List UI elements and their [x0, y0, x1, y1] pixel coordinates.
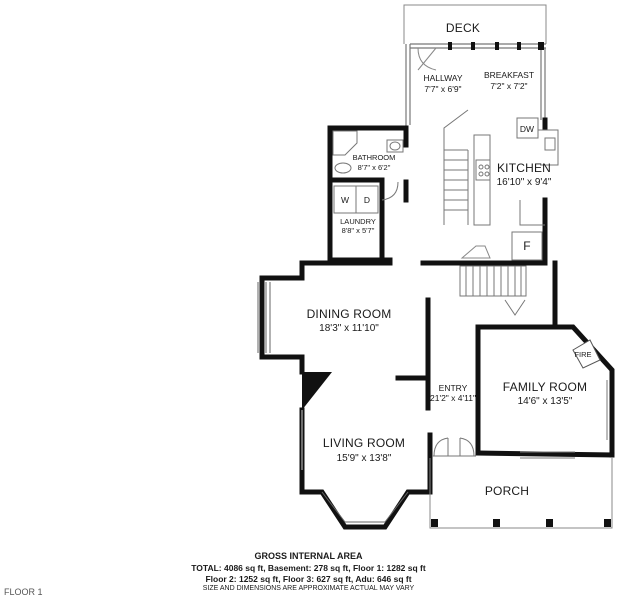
porch-posts — [431, 519, 611, 527]
fireplace-label: FIRE — [574, 350, 591, 359]
family-windows — [520, 380, 608, 459]
area-title: GROSS INTERNAL AREA — [254, 551, 363, 561]
breakfast-dims: 7'2" x 7'2" — [490, 81, 527, 91]
thick-walls — [259, 117, 615, 530]
dishwasher-label: DW — [520, 124, 534, 134]
bathroom-fixtures — [332, 130, 404, 201]
deck-door-markers — [448, 42, 544, 50]
area-floors-line: Floor 2: 1252 sq ft, Floor 3: 627 sq ft,… — [205, 574, 412, 584]
fridge-label: F — [523, 239, 531, 253]
deck-label: DECK — [446, 21, 480, 35]
living-room-label: LIVING ROOM — [323, 436, 405, 450]
laundry-label: LAUNDRY — [340, 217, 376, 226]
deck-door-leaf — [417, 47, 437, 71]
porch-outline — [429, 458, 613, 529]
dining-corner-block — [302, 372, 332, 410]
laundry-appliances — [333, 185, 379, 214]
bay-window — [321, 491, 409, 523]
area-disclaimer: SIZE AND DIMENSIONS ARE APPROXIMATE ACTU… — [202, 585, 415, 592]
hallway-dims: 7'7" x 6'9" — [424, 84, 461, 94]
bathroom-label: BATHROOM — [353, 153, 396, 162]
breakfast-label: BREAKFAST — [484, 70, 534, 80]
dryer-label: D — [364, 195, 370, 205]
living-room-dims: 15'9" x 13'8" — [337, 453, 392, 464]
family-room-dims: 14'6" x 13'5" — [518, 396, 573, 407]
family-room-label: FAMILY ROOM — [503, 380, 587, 394]
hallway-label: HALLWAY — [423, 73, 462, 83]
upper-thin-walls — [405, 43, 546, 128]
dining-room-dims: 18'3" x 11'10" — [319, 323, 379, 334]
floor-label: FLOOR 1 — [4, 587, 43, 597]
entry-label: ENTRY — [439, 383, 468, 393]
main-stairs — [459, 245, 527, 316]
washer-label: W — [341, 195, 349, 205]
kitchen-dims: 16'10" x 9'4" — [497, 177, 552, 188]
porch-label: PORCH — [485, 484, 529, 498]
kitchen-label: KITCHEN — [497, 161, 551, 175]
entry-dims: 21'2" x 4'11" — [430, 393, 476, 403]
fireplace-icon — [572, 339, 601, 369]
entry-door — [432, 437, 476, 457]
deck-outline — [403, 4, 547, 44]
kitchen-fixtures — [511, 117, 559, 261]
deck-door-swing — [417, 47, 437, 71]
dining-room-label: DINING ROOM — [307, 307, 392, 321]
dining-windows — [257, 282, 303, 470]
rear-stairs — [443, 109, 491, 226]
area-total-line: TOTAL: 4086 sq ft, Basement: 278 sq ft, … — [191, 563, 426, 573]
laundry-dims: 8'8" x 5'7" — [342, 226, 375, 235]
bathroom-dims: 8'7" x 6'2" — [358, 163, 391, 172]
